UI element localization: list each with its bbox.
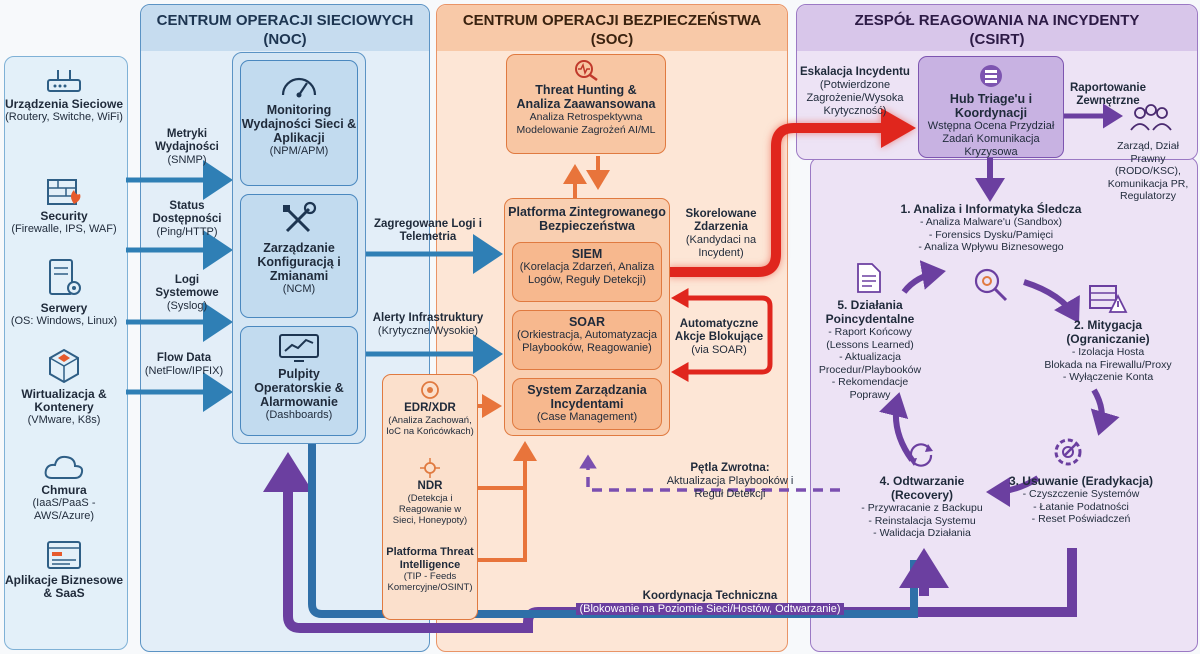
gauge-icon bbox=[279, 67, 319, 99]
cube-icon bbox=[46, 348, 82, 384]
source-cloud: Chmura(IaaS/PaaS - AWS/Azure) bbox=[4, 454, 124, 523]
edr-box: EDR/XDR(Analiza Zachowań, IoC na Końcówk… bbox=[386, 380, 474, 450]
app-window-icon bbox=[46, 540, 82, 570]
csirt-header: ZESPÓŁ REAGOWANIA NA INCYDENTY(CSIRT) bbox=[797, 5, 1197, 51]
feedback-arrow bbox=[579, 454, 840, 492]
reporting-sub: Zarząd, Dział Prawny (RODO/KSC), Komunik… bbox=[1107, 140, 1189, 202]
gear-wrench-icon bbox=[1050, 434, 1086, 470]
forensics-magnifier-icon bbox=[970, 264, 1010, 304]
source-arrows bbox=[126, 160, 233, 412]
flow-label-status: Status Dostępności(Ping/HTTP) bbox=[152, 200, 222, 238]
server-stack-icon bbox=[978, 63, 1004, 89]
cloud-icon bbox=[44, 454, 84, 480]
feedback-label: Pętla Zwrotna:Aktualizacja Playbooków i … bbox=[666, 462, 794, 500]
source-security: Security(Firewalle, IPS, WAF) bbox=[4, 176, 124, 236]
brick-warning-icon bbox=[1088, 282, 1128, 316]
case-management-box: System Zarządzania Incydentami(Case Mana… bbox=[512, 378, 662, 430]
crosshair-icon bbox=[419, 380, 441, 400]
server-icon bbox=[46, 258, 82, 298]
detection-tools-frame bbox=[382, 374, 478, 620]
source-servers: Serwery(OS: Windows, Linux) bbox=[4, 258, 124, 328]
escalation-label: Eskalacja Incydentu(Potwierdzone Zagroże… bbox=[800, 66, 910, 117]
noc-soc-arrows bbox=[360, 234, 503, 374]
sources-panel bbox=[4, 56, 128, 650]
monitor-chart-icon bbox=[278, 333, 320, 363]
csirt-header-panel: ZESPÓŁ REAGOWANIA NA INCYDENTY(CSIRT) bbox=[796, 4, 1198, 160]
flow-label-alerts: Alerty Infrastruktury(Krytyczne/Wysokie) bbox=[372, 312, 484, 337]
scored-events-label: Skorelowane Zdarzenia(Kandydaci na Incyd… bbox=[685, 208, 757, 259]
tools-icon bbox=[279, 201, 319, 237]
step-5: 5. Działania Poincydentalne - Raport Koń… bbox=[818, 298, 922, 401]
escalation-arrow bbox=[668, 108, 916, 277]
network-node-icon bbox=[419, 458, 441, 478]
auto-block-label: Automatyczne Akcje Blokujące(via SOAR) bbox=[674, 318, 764, 356]
router-icon bbox=[46, 66, 82, 94]
step-4: 4. Odtwarzanie (Recovery) - Przywracanie… bbox=[861, 474, 983, 539]
report-document-icon bbox=[856, 262, 882, 294]
soar-box: SOAR(Orkiestracja, Automatyzacja Playboo… bbox=[512, 310, 662, 370]
detection-arrows bbox=[478, 394, 537, 562]
coordination-label: Koordynacja Techniczna(Blokowanie na Poz… bbox=[560, 590, 860, 616]
refresh-icon bbox=[906, 440, 936, 470]
auto-block-arrow-2 bbox=[671, 330, 773, 382]
firewall-icon bbox=[46, 176, 82, 206]
noc-box-monitoring: Monitoring Wydajności Sieci & Aplikacji(… bbox=[240, 60, 358, 186]
noc-header: CENTRUM OPERACJI SIECIOWYCH(NOC) bbox=[141, 5, 429, 51]
noc-box-config: Zarządzanie Konfiguracją i Zmianami(NCM) bbox=[240, 194, 358, 318]
flow-label-flow: Flow Data(NetFlow/IPFIX) bbox=[144, 352, 224, 377]
step-3: 3. Usuwanie (Eradykacja) - Czyszczenie S… bbox=[1008, 474, 1154, 525]
source-business-apps: Aplikacje Biznesowe & SaaS bbox=[4, 540, 124, 600]
source-virtualization: Wirtualizacja & Kontenery(VMware, K8s) bbox=[4, 348, 124, 427]
step-2: 2. Mitygacja (Ograniczanie) - Izolacja H… bbox=[1044, 318, 1172, 383]
people-icon bbox=[1128, 104, 1174, 136]
threat-hunting-box: Threat Hunting & Analiza Zaawansowana An… bbox=[506, 54, 666, 154]
step-1: 1. Analiza i Informatyka Śledcza - Anali… bbox=[900, 202, 1082, 253]
csirt-panel bbox=[810, 157, 1198, 652]
search-pulse-icon bbox=[572, 59, 600, 82]
siem-box: SIEM(Korelacja Zdarzeń, Analiza Logów, R… bbox=[512, 242, 662, 302]
hunting-arrows bbox=[563, 156, 610, 198]
soc-header: CENTRUM OPERACJI BEZPIECZEŃSTWA(SOC) bbox=[437, 5, 787, 51]
flow-label-syslog: Logi Systemowe(Syslog) bbox=[155, 274, 219, 312]
reporting-title: Raportowanie Zewnętrzne bbox=[1069, 82, 1147, 107]
flow-label-metrics: Metryki Wydajności(SNMP) bbox=[155, 128, 219, 166]
source-network-devices: Urządzenia Sieciowe(Routery, Switche, Wi… bbox=[4, 66, 124, 124]
noc-box-dashboards: Pulpity Operatorskie & Alarmowanie(Dashb… bbox=[240, 326, 358, 436]
auto-block-arrow bbox=[671, 288, 773, 330]
coordination-arrow-2 bbox=[308, 440, 918, 618]
flow-label-logs: Zagregowane Logi i Telemetria bbox=[374, 218, 482, 243]
tip-box: Platforma Threat Intelligence(TIP - Feed… bbox=[386, 546, 474, 593]
ndr-box: NDR(Detekcja i Reagowanie w Sieci, Honey… bbox=[386, 458, 474, 538]
ir-cycle bbox=[879, 260, 1120, 507]
